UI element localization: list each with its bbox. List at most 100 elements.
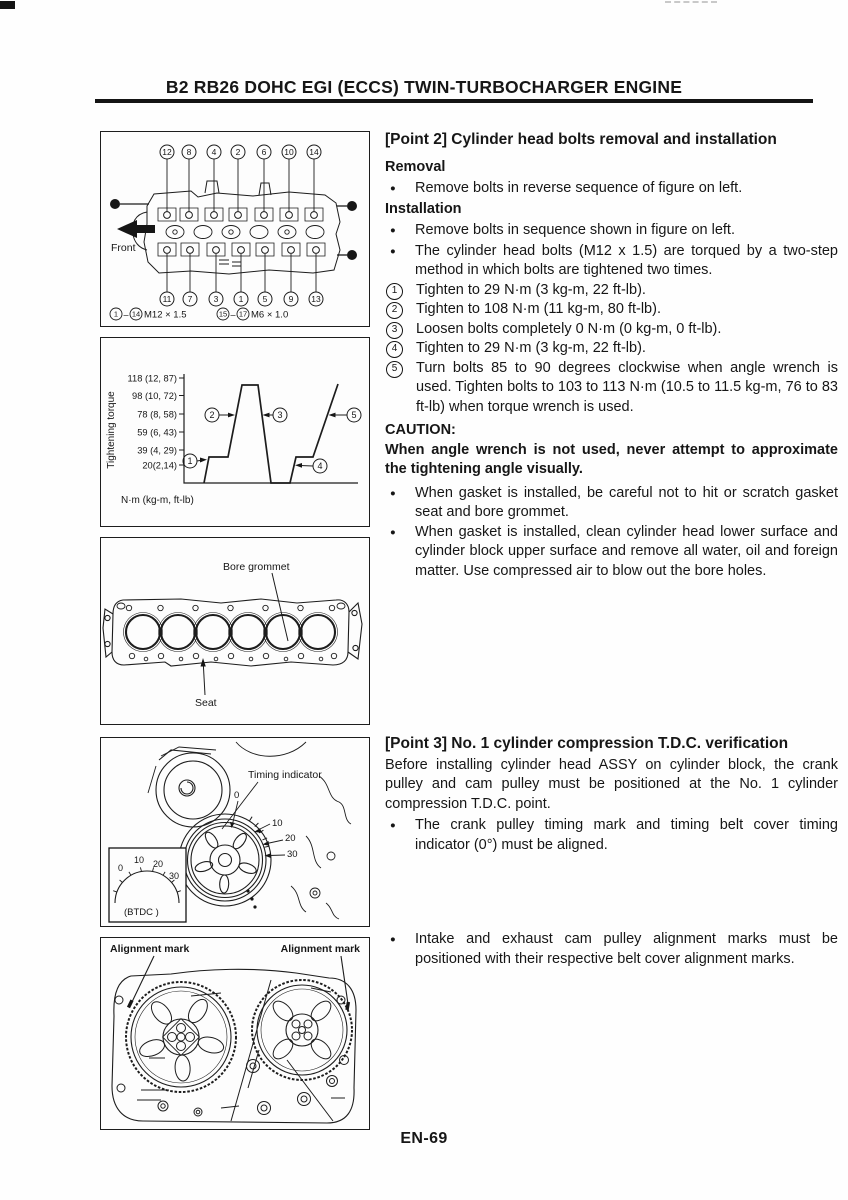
svg-text:9: 9 (289, 294, 294, 304)
svg-text:–: – (231, 310, 236, 320)
removal-heading: Removal (385, 158, 446, 175)
bolt-numbers-bottom: 11 7 3 1 5 9 13 (159, 291, 324, 307)
svg-text:11: 11 (163, 294, 172, 304)
svg-text:3: 3 (214, 294, 219, 304)
timing-scale-labels: 0 10 20 30 (229, 790, 298, 860)
svg-text:14: 14 (132, 310, 140, 319)
svg-text:15: 15 (219, 310, 227, 319)
svg-text:39 (4, 29): 39 (4, 29) (137, 446, 177, 456)
bullet-text: Remove bolts in reverse sequence of figu… (415, 180, 743, 196)
gasket-figure: Bore grommet Seat (100, 537, 370, 725)
svg-text:14: 14 (309, 147, 319, 157)
y-axis-tick-labels: 118 (12, 87) 98 (10, 72) 78 (8, 58) 59 (… (128, 374, 177, 471)
point2-section: [Point 2] Cylinder head bolts removal an… (385, 130, 838, 581)
caution-heading: CAUTION: (385, 422, 456, 438)
intake-cam-pulley (125, 981, 237, 1093)
point3-section: [Point 3] No. 1 cylinder compression T.D… (385, 734, 838, 855)
scan-corner-mark (0, 1, 15, 9)
bullet-text: Remove bolts in sequence shown in figure… (415, 222, 735, 238)
svg-text:5: 5 (263, 294, 268, 304)
bullet-dot (385, 930, 415, 969)
point3-bullet-2: Intake and exhaust cam pulley alignment … (385, 930, 838, 969)
bullet-text: Intake and exhaust cam pulley alignment … (415, 931, 838, 967)
torque-chart: 118 (12, 87) 98 (10, 72) 78 (8, 58) 59 (… (106, 374, 362, 506)
bullet-text: The cylinder head bolts (M12 x 1.5) are … (415, 242, 838, 279)
step-number: 3 (386, 321, 403, 339)
bullet-text: When gasket is installed, clean cylinder… (415, 523, 838, 579)
step-number: 2 (386, 302, 403, 319)
alignment-mark-label-left: Alignment mark (110, 943, 190, 955)
svg-text:1: 1 (187, 456, 192, 466)
bullet-dot (385, 484, 415, 523)
svg-text:10: 10 (284, 147, 294, 157)
point3-intro: Before installing cylinder head ASSY on … (385, 756, 838, 812)
svg-text:3: 3 (277, 410, 282, 420)
btdc-label: (BTDC ) (124, 907, 159, 918)
front-arrow-icon (117, 220, 155, 238)
bore-grommet-label: Bore grommet (223, 561, 290, 573)
step-text: Turn bolts 85 to 90 degrees clockwise wh… (416, 359, 838, 415)
step-number: 1 (386, 282, 403, 300)
svg-text:M12 × 1.5: M12 × 1.5 (144, 310, 187, 321)
step-text: Tighten to 29 N·m (3 kg-m, 22 ft-lb). (416, 281, 646, 298)
svg-text:13: 13 (311, 294, 321, 304)
torque-chart-figure: 118 (12, 87) 98 (10, 72) 78 (8, 58) 59 (… (100, 337, 370, 527)
svg-text:4: 4 (317, 461, 322, 471)
bullet-dot (385, 816, 415, 855)
bullet-text: The crank pulley timing mark and timing … (415, 817, 838, 853)
installation-bullet-1: Remove bolts in sequence shown in figure… (385, 221, 838, 242)
alignment-marks-drawing: Alignment mark Alignment mark (110, 943, 361, 1124)
removal-bullet: Remove bolts in reverse sequence of figu… (385, 179, 838, 200)
svg-text:2: 2 (209, 410, 214, 420)
svg-text:78 (8, 58): 78 (8, 58) (137, 410, 177, 420)
caution-bullet-1: When gasket is installed, be careful not… (385, 484, 838, 523)
bullet-text: When gasket is installed, be careful not… (415, 484, 838, 521)
svg-text:M6 × 1.0: M6 × 1.0 (251, 310, 288, 321)
bullet-dot (385, 221, 415, 242)
svg-text:1: 1 (114, 310, 118, 319)
page-title: B2 RB26 DOHC EGI (ECCS) TWIN-TURBOCHARGE… (165, 77, 683, 97)
seat-label: Seat (195, 697, 217, 709)
bolt-numbers-top: 12 8 4 2 6 10 14 (159, 144, 322, 160)
bullet-dot (385, 179, 415, 200)
step-text: Loosen bolts completely 0 N·m (0 kg-m, 0… (416, 320, 722, 337)
bolt-figure-caption: 1 – 14 M12 × 1.5 15 – 17 M6 × 1.0 (109, 307, 288, 321)
bolt-sequence-drawing: Front 12 8 4 2 6 10 14 11 7 3 1 5 9 13 (109, 144, 357, 321)
alignment-mark-label-right: Alignment mark (281, 943, 361, 955)
m6-bolt-marks (110, 199, 357, 260)
unit-label: N·m (kg-m, ft-lb) (121, 495, 194, 506)
caution-warning-text: When angle wrench is not used, never att… (385, 441, 838, 478)
svg-text:6: 6 (262, 147, 267, 157)
bullet-dot (385, 242, 415, 281)
point3-alignment-note: Intake and exhaust cam pulley alignment … (385, 930, 838, 969)
caution-bullet-2: When gasket is installed, clean cylinder… (385, 523, 838, 582)
header-rule (95, 99, 813, 103)
torque-step-3: 3 Loosen bolts completely 0 N·m (0 kg-m,… (385, 320, 838, 340)
svg-text:4: 4 (212, 147, 217, 157)
svg-text:98 (10, 72): 98 (10, 72) (132, 391, 177, 401)
step-number: 4 (386, 341, 403, 358)
svg-text:17: 17 (239, 310, 247, 319)
svg-text:118 (12, 87): 118 (12, 87) (128, 374, 177, 384)
crank-pulley (178, 813, 272, 907)
svg-text:8: 8 (187, 147, 192, 157)
y-axis-label: Tightening torque (106, 391, 117, 469)
svg-text:10: 10 (134, 855, 144, 865)
torque-step-2: 2 Tighten to 108 N·m (11 kg-m, 80 ft-lb)… (385, 300, 838, 320)
point3-bullet-1: The crank pulley timing mark and timing … (385, 816, 838, 855)
svg-text:20(2,14): 20(2,14) (142, 461, 177, 471)
svg-text:7: 7 (188, 294, 193, 304)
cylinder-bores (124, 613, 337, 651)
installation-heading: Installation (385, 200, 462, 217)
step-number: 5 (386, 360, 403, 378)
svg-text:–: – (124, 310, 129, 320)
svg-text:0: 0 (234, 790, 239, 801)
svg-text:5: 5 (351, 410, 356, 420)
svg-text:20: 20 (285, 833, 296, 844)
svg-text:2: 2 (236, 147, 241, 157)
timing-indicator-drawing: 0 10 20 30 Timing indicator (108, 741, 352, 923)
bolt-sequence-figure: Front 12 8 4 2 6 10 14 11 7 3 1 5 9 13 (100, 131, 370, 327)
torque-profile-line (203, 383, 339, 484)
timing-indicator-label: Timing indicator (248, 769, 322, 781)
